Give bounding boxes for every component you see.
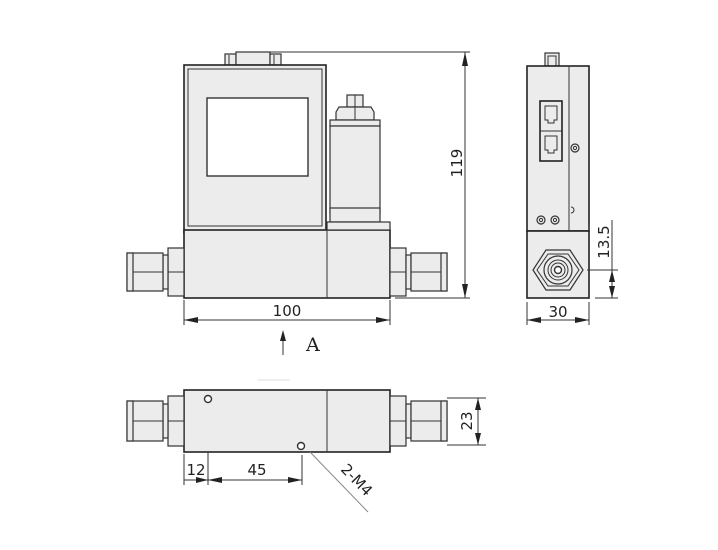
dimension-label: 45	[247, 461, 266, 479]
dimension-hole-spacing-45: 45	[208, 455, 303, 485]
side-top-connector	[544, 52, 560, 67]
side-view: 30 13.5	[526, 52, 618, 325]
side-fitting-hex	[532, 249, 584, 291]
callout-label: 2-M4	[337, 460, 376, 499]
dimension-width-100: 100	[183, 300, 391, 325]
rj-ports	[539, 100, 563, 162]
dimension-label: 100	[273, 302, 302, 320]
bottom-left-fitting	[126, 395, 185, 447]
dimension-label: 13.5	[595, 225, 613, 258]
dimension-label: 12	[186, 461, 205, 479]
dimension-label: 23	[458, 411, 476, 430]
top-connector	[224, 51, 282, 66]
mounting-hole	[296, 441, 306, 451]
view-arrow-a: A	[280, 330, 320, 356]
display-window	[206, 97, 309, 177]
dimension-height-119: 119	[236, 51, 470, 299]
base-body	[183, 221, 391, 299]
left-fitting	[126, 247, 185, 297]
bottom-right-fitting	[389, 395, 448, 447]
callout-2-m4: 2-M4	[309, 451, 376, 513]
right-fitting	[389, 247, 448, 297]
dimension-port-13-5: 13.5	[587, 220, 618, 299]
dimension-label: 30	[548, 303, 567, 321]
view-label: A	[305, 334, 320, 356]
led-indicators	[536, 143, 580, 225]
bottom-view: 12 45 2-M4 23	[126, 379, 486, 513]
front-view: 100 A 119	[126, 51, 470, 356]
valve-assembly	[329, 94, 381, 223]
mounting-hole	[203, 394, 213, 404]
display-housing	[183, 64, 327, 234]
dimension-body-23: 23	[447, 397, 486, 446]
dimension-label: 119	[448, 149, 466, 178]
dimension-width-30: 30	[526, 302, 590, 325]
dimension-hole-offset-12: 12	[183, 452, 209, 485]
